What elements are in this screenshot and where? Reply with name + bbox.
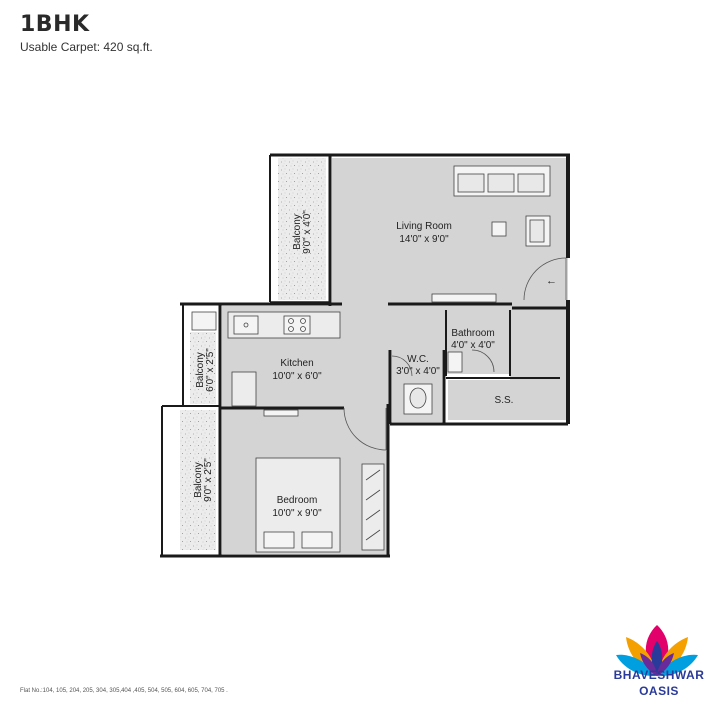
- balcony-bottom-name: Balcony: [193, 462, 204, 498]
- balcony-mid-floor: [190, 332, 216, 404]
- utility-shelf: [191, 311, 217, 331]
- cooktop: [283, 315, 311, 335]
- wardrobe-hatch-4: [365, 529, 381, 541]
- burner-3: [288, 326, 294, 332]
- balcony-top-floor: [278, 158, 326, 300]
- bedroom-door-swing: [343, 407, 387, 451]
- bedroom-name: Bedroom: [277, 495, 318, 506]
- balcony-mid-size: 6'0" x 2'5": [205, 348, 216, 392]
- sofa-cushion-3: [517, 173, 545, 193]
- living-room-size: 14'0" x 9'0": [399, 234, 449, 245]
- balcony-bottom-size: 9'0" x 2'5": [203, 458, 214, 502]
- sink-drain: [243, 322, 249, 328]
- tv-unit: [431, 293, 497, 303]
- bathroom-door-swing: [471, 349, 495, 373]
- main-door-swing: [523, 257, 567, 301]
- balcony-bottom-floor: [180, 410, 216, 550]
- ss-name: S.S.: [495, 395, 514, 406]
- sofa-cushion-2: [487, 173, 515, 193]
- bathroom-size: 4'0" x 4'0": [451, 340, 495, 351]
- coffee-table: [491, 221, 507, 237]
- wardrobe-hatch-2: [365, 489, 381, 501]
- plan-title: 1BHK: [20, 12, 90, 37]
- plan-subtitle: Usable Carpet: 420 sq.ft.: [20, 40, 153, 54]
- wc-size: 3'0" x 4'0": [396, 366, 440, 377]
- brand-name-line2: OASIS: [639, 684, 679, 698]
- lotus-icon: [616, 625, 698, 677]
- pillow-2: [301, 531, 333, 549]
- bedside-table: [263, 409, 299, 417]
- furniture: [191, 165, 551, 553]
- kitchen-cabinet: [231, 371, 257, 407]
- burner-2: [300, 318, 306, 324]
- burner-1: [288, 318, 294, 324]
- bathroom-name: Bathroom: [451, 328, 494, 339]
- balcony-top-name: Balcony: [292, 214, 303, 250]
- doors: [343, 257, 567, 451]
- pillow-1: [263, 531, 295, 549]
- toilet-bowl: [409, 387, 427, 409]
- walls: [160, 153, 570, 558]
- burner-4: [300, 326, 306, 332]
- flat-numbers-note: Flat No.:104, 105, 204, 205, 304, 305,40…: [20, 688, 228, 694]
- wc-door-swing: [391, 355, 413, 377]
- entry-arrow: ←: [546, 275, 557, 287]
- armchair-seat: [529, 219, 545, 243]
- wardrobe-hatch-1: [365, 469, 381, 481]
- living-room-name: Living Room: [396, 221, 452, 232]
- wardrobe: [361, 463, 385, 551]
- kitchen-name: Kitchen: [280, 358, 313, 369]
- balcony-mid-name: Balcony: [195, 352, 206, 388]
- wash-basin: [447, 351, 463, 373]
- sofa-cushion-1: [457, 173, 485, 193]
- bedroom-size: 10'0" x 9'0": [272, 508, 322, 519]
- kitchen-size: 10'0" x 6'0": [272, 371, 322, 382]
- wardrobe-hatch-3: [365, 509, 381, 521]
- wc-name: W.C.: [407, 354, 429, 365]
- room-labels: Living Room 14'0" x 9'0" Kitchen 10'0" x…: [193, 210, 513, 519]
- brand-name-line1: BHAVESHWAR: [613, 668, 705, 682]
- balcony-top-size: 9'0" x 4'0": [302, 210, 313, 254]
- ss-floor: [448, 380, 558, 420]
